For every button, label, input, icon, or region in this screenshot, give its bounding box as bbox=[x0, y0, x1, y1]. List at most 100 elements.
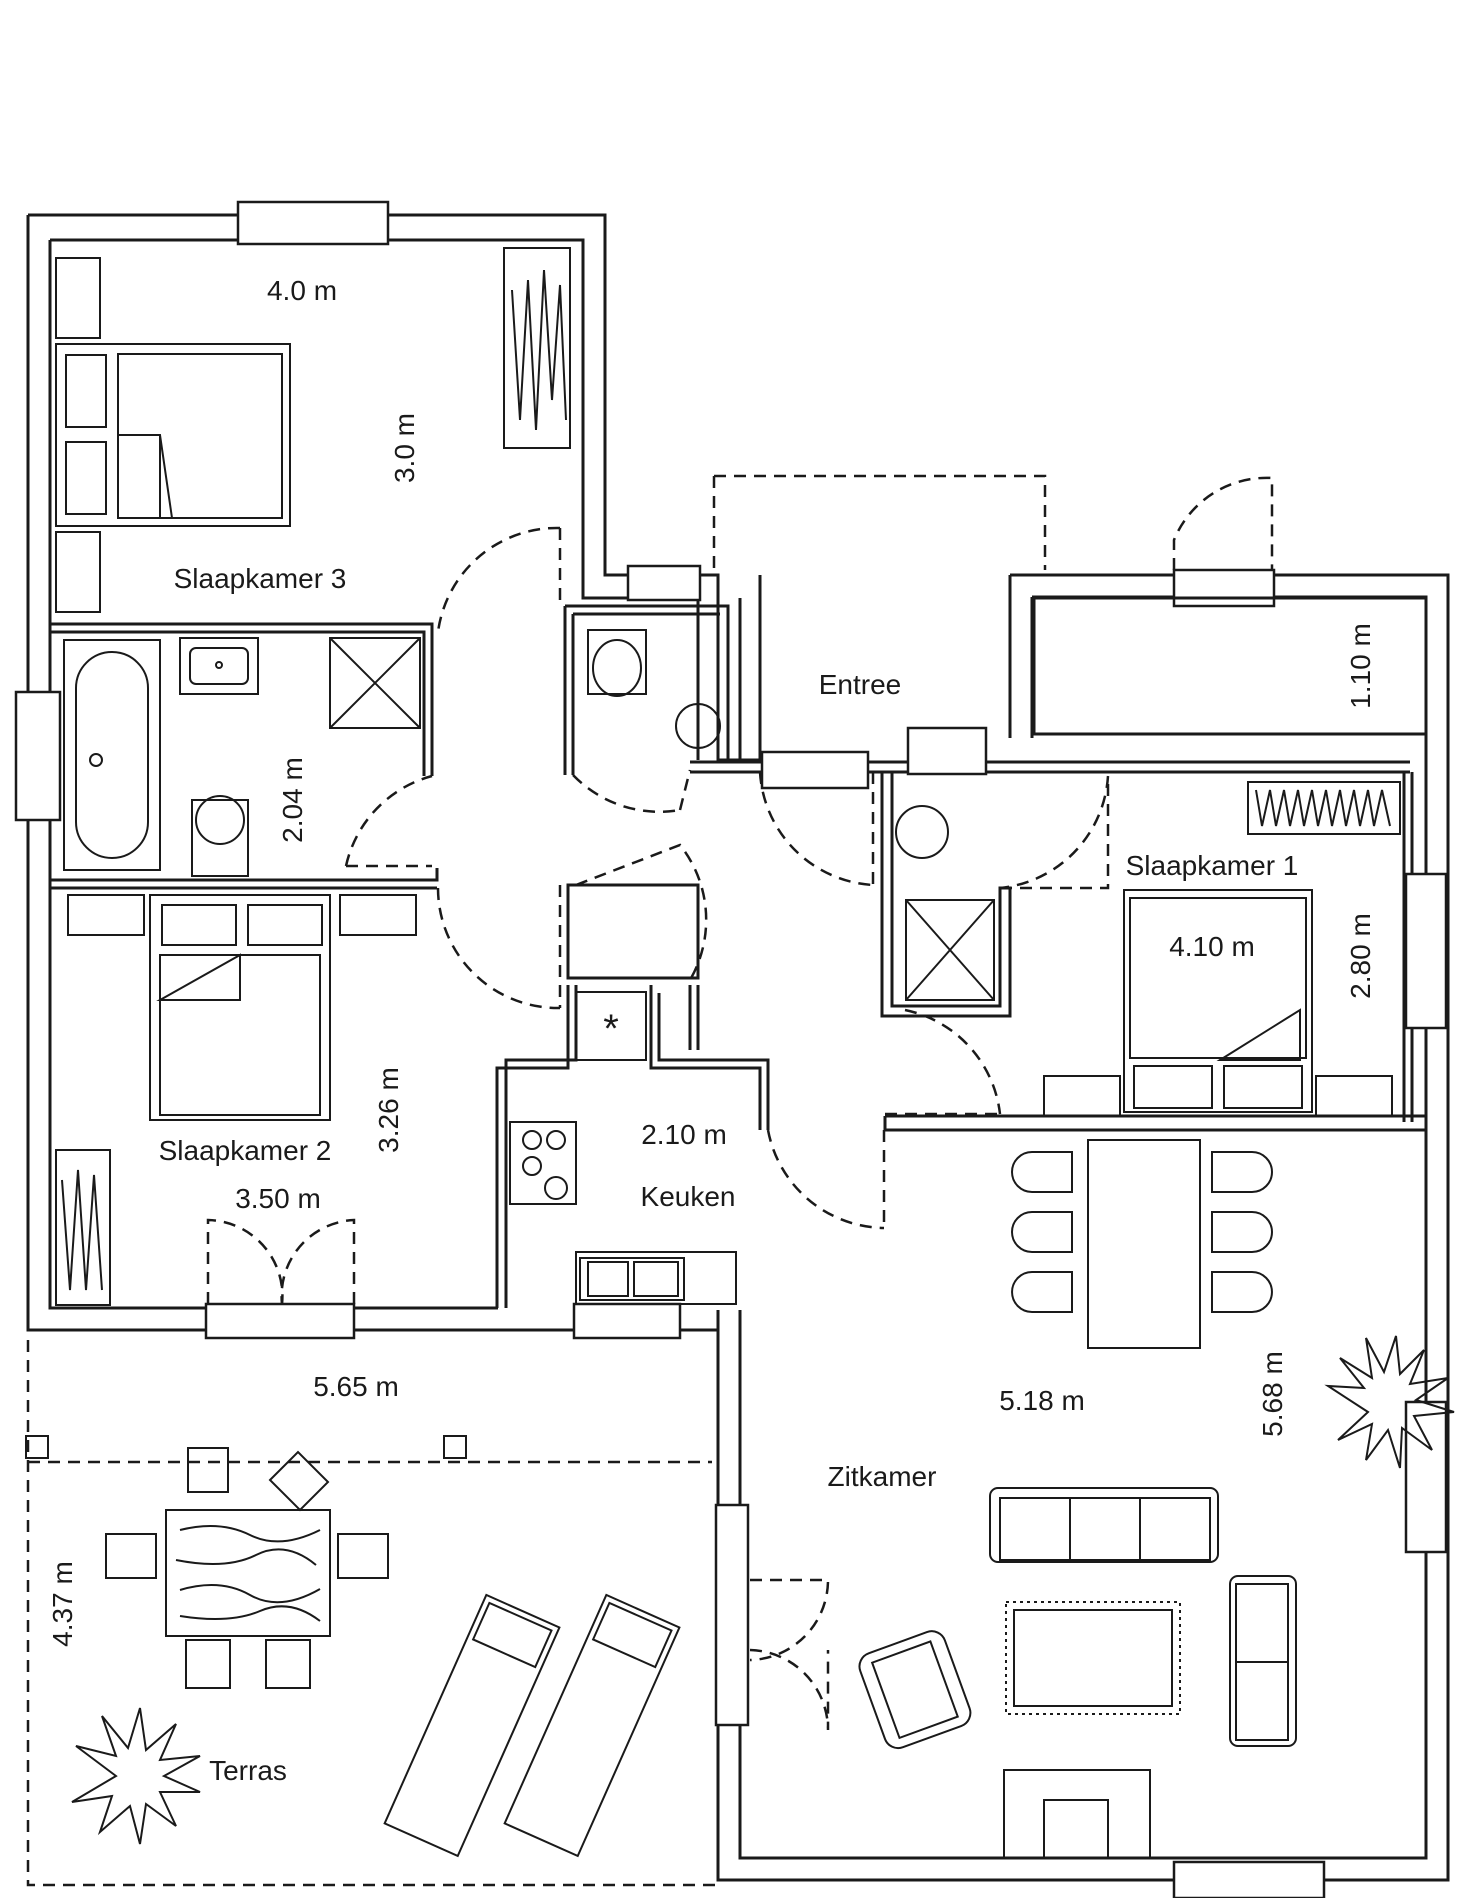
dim-sk2-width: 3.50 m bbox=[235, 1183, 321, 1214]
sink bbox=[895, 805, 949, 859]
bathtub bbox=[63, 639, 161, 871]
window-sk2-south bbox=[204, 1302, 356, 1340]
fireplace bbox=[1003, 1769, 1151, 1859]
plant bbox=[71, 1707, 201, 1845]
dining-chairs bbox=[1011, 1151, 1273, 1313]
shower bbox=[329, 637, 421, 729]
pillow bbox=[247, 904, 323, 946]
dining-table bbox=[1087, 1139, 1201, 1349]
wardrobe bbox=[503, 247, 571, 449]
coffee-table bbox=[1013, 1609, 1173, 1707]
chair bbox=[1011, 1271, 1073, 1313]
chair bbox=[187, 1447, 229, 1493]
wardrobe bbox=[55, 1149, 111, 1306]
door-sk1-bath bbox=[999, 775, 1110, 890]
bathroom-fixtures bbox=[63, 637, 421, 877]
door-sk1 bbox=[904, 1008, 1002, 1115]
chair bbox=[1211, 1151, 1273, 1193]
dim-sk2-depth: 3.26 m bbox=[373, 1067, 404, 1153]
sink bbox=[179, 637, 259, 695]
dim-living-width: 5.18 m bbox=[999, 1385, 1085, 1416]
armchair bbox=[858, 1630, 972, 1750]
door-storage bbox=[1172, 476, 1274, 570]
window-living-south bbox=[1172, 1860, 1326, 1898]
window-sk1-east bbox=[1404, 872, 1448, 1030]
door-cupboard bbox=[575, 843, 708, 981]
label-terras: Terras bbox=[209, 1755, 287, 1786]
post bbox=[25, 1435, 49, 1459]
living-furniture bbox=[858, 1139, 1455, 1859]
window-living-east bbox=[1404, 1400, 1448, 1554]
label-zitkamer: Zitkamer bbox=[828, 1461, 937, 1492]
chair bbox=[1011, 1151, 1073, 1193]
sofa-side bbox=[1229, 1575, 1297, 1747]
terrace-outline bbox=[26, 1340, 716, 1887]
post bbox=[443, 1435, 467, 1459]
chair bbox=[1211, 1211, 1273, 1253]
bed-double bbox=[1123, 889, 1313, 1113]
door-sk2 bbox=[436, 887, 561, 1010]
label-slaapkamer-1: Slaapkamer 1 bbox=[1126, 850, 1299, 881]
toilet-bath bbox=[191, 799, 249, 877]
dim-sk1-width: 4.10 m bbox=[1169, 931, 1255, 962]
pillow bbox=[161, 904, 237, 946]
window-entree bbox=[626, 564, 702, 602]
shower bbox=[905, 899, 995, 1001]
storage-room bbox=[1032, 596, 1428, 736]
terrace-table bbox=[165, 1509, 331, 1637]
door-living bbox=[766, 1129, 885, 1230]
chair bbox=[268, 1450, 330, 1512]
door-living-terrace-2 bbox=[749, 1648, 830, 1731]
label-slaapkamer-2: Slaapkamer 2 bbox=[159, 1135, 332, 1166]
bed-double bbox=[149, 894, 331, 1121]
door-sk2-left bbox=[206, 1218, 284, 1305]
bedroom-3-furniture bbox=[55, 247, 571, 613]
toilet bbox=[587, 629, 647, 695]
chair bbox=[265, 1639, 311, 1689]
window-sk3-north bbox=[236, 200, 390, 246]
nightstand bbox=[67, 894, 145, 936]
chair bbox=[1011, 1211, 1073, 1253]
window-corridor-2 bbox=[906, 726, 988, 776]
fridge-mark: * bbox=[603, 1007, 619, 1051]
dim-kitchen-width: 2.10 m bbox=[641, 1119, 727, 1150]
door-corridor bbox=[758, 771, 874, 887]
dim-terrace-width: 5.65 m bbox=[313, 1371, 399, 1402]
porch-canopy bbox=[712, 474, 1047, 575]
label-slaapkamer-3: Slaapkamer 3 bbox=[174, 563, 347, 594]
window-storage bbox=[1172, 568, 1276, 608]
dim-living-depth: 5.68 m bbox=[1257, 1351, 1288, 1437]
doors bbox=[26, 474, 1274, 1887]
window-kitchen-south bbox=[572, 1302, 682, 1340]
sunbed bbox=[383, 1593, 561, 1858]
dim-storage-depth: 1.10 m bbox=[1345, 623, 1376, 709]
dim-sk3-depth: 3.0 m bbox=[389, 413, 420, 483]
hand-basin bbox=[675, 703, 721, 749]
pillow bbox=[65, 441, 107, 515]
bedroom-1-furniture bbox=[895, 781, 1401, 1117]
sunbed bbox=[503, 1593, 681, 1858]
nightstand bbox=[55, 257, 101, 339]
dim-sk3-width: 4.0 m bbox=[267, 275, 337, 306]
label-keuken: Keuken bbox=[641, 1181, 736, 1212]
wardrobe bbox=[1247, 781, 1401, 835]
nightstand bbox=[1315, 1075, 1393, 1117]
chair bbox=[185, 1639, 231, 1689]
nightstand bbox=[55, 531, 101, 613]
window-bath-west bbox=[14, 690, 62, 822]
label-entree: Entree bbox=[819, 669, 902, 700]
dim-bath-depth: 2.04 m bbox=[277, 757, 308, 843]
pillow bbox=[1223, 1065, 1303, 1109]
window-corridor-1 bbox=[760, 750, 870, 790]
dim-sk1-depth: 2.80 m bbox=[1345, 913, 1376, 999]
kitchen-sink bbox=[579, 1257, 685, 1301]
nightstand bbox=[1043, 1075, 1121, 1117]
stove bbox=[509, 1121, 577, 1205]
windows bbox=[14, 200, 1448, 1898]
pillow bbox=[65, 354, 107, 428]
door-bath bbox=[344, 774, 433, 867]
bedroom-2-furniture bbox=[55, 894, 417, 1306]
terrace-furniture bbox=[25, 1435, 681, 1858]
door-toilet bbox=[572, 774, 681, 813]
